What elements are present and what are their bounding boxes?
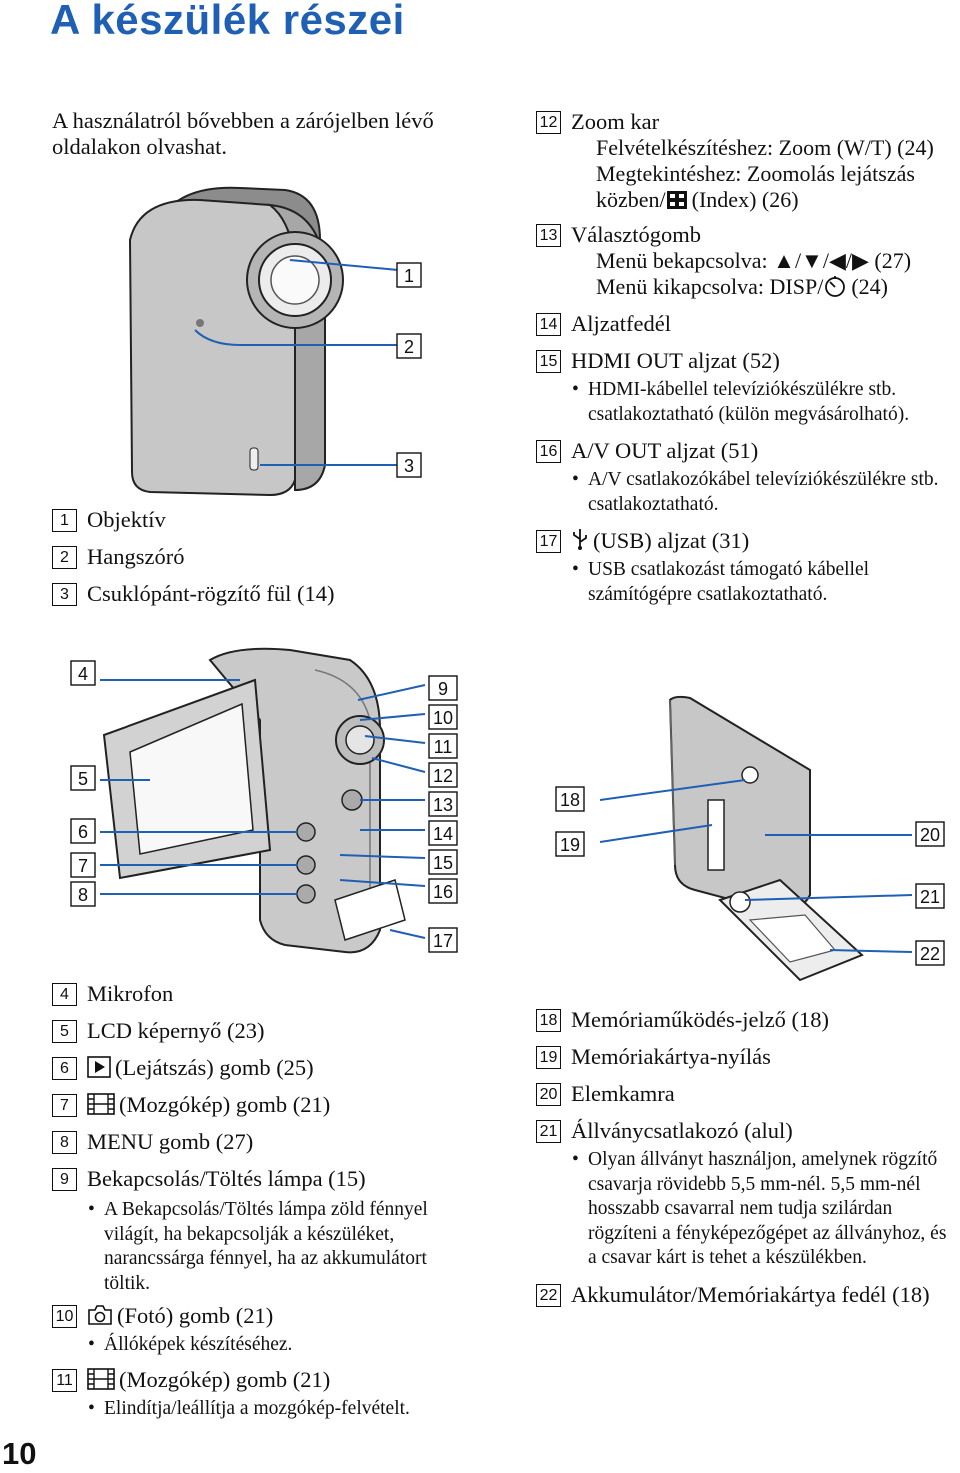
left-callouts: 4 5 6 7 8 [70, 660, 96, 907]
callout-7: 7 [70, 852, 96, 878]
callout-9: 9 [428, 675, 458, 701]
svg-text:17: 17 [433, 931, 453, 951]
callout-11: 11 [428, 733, 458, 759]
callout-10: 10 [428, 704, 458, 730]
svg-text:12: 12 [433, 766, 453, 786]
bullet-note: A/V csatlakozókábel televíziókészülékre … [572, 468, 960, 517]
top-callouts: 1 2 3 [396, 262, 422, 478]
svg-text:20: 20 [920, 825, 940, 845]
intro-text: A használatról bővebben a zárójelben lév… [52, 108, 434, 159]
item-subtext: Menü kikapcsolva: DISP/(24) [596, 274, 888, 299]
callout-1: 1 [396, 262, 422, 288]
svg-text:16: 16 [433, 882, 453, 902]
svg-text:6: 6 [78, 822, 88, 842]
svg-text:1: 1 [404, 266, 414, 286]
svg-text:19: 19 [560, 835, 580, 855]
svg-text:2: 2 [404, 337, 414, 357]
play-icon [87, 1056, 111, 1078]
svg-text:7: 7 [78, 856, 88, 876]
svg-text:9: 9 [438, 679, 448, 699]
svg-text:21: 21 [920, 887, 940, 907]
item-subtext: Megtekintéshez: Zoomolás lejátszás közbe… [596, 161, 915, 212]
item-subtext: Menü bekapcsolva: ▲/▼/◀/▶ (27) [596, 248, 912, 273]
svg-text:22: 22 [920, 944, 940, 964]
svg-text:14: 14 [433, 824, 453, 844]
bullet-note: Olyan állványt használjon, amelynek rögz… [572, 1148, 958, 1271]
self-timer-icon [825, 276, 846, 297]
movie-icon [87, 1367, 115, 1390]
bullet-note: Állóképek készítéséhez. [88, 1333, 472, 1358]
callout-2: 2 [396, 333, 422, 359]
bullet-note: HDMI-kábellel televíziókészülékre stb. c… [572, 378, 948, 427]
callout-12: 12 [428, 762, 458, 788]
callout-18: 18 [555, 786, 585, 812]
callout-16: 16 [428, 878, 458, 904]
page-number: 10 [2, 1436, 37, 1471]
list-item: 10(Fotó) gomb (21) [52, 1302, 472, 1329]
svg-text:13: 13 [433, 795, 453, 815]
svg-text:11: 11 [434, 737, 453, 757]
svg-text:18: 18 [560, 790, 580, 810]
figure-camera-battery [600, 695, 913, 982]
movie-icon [87, 1093, 115, 1115]
callout-3: 3 [396, 452, 422, 478]
callout-13: 13 [428, 791, 458, 817]
callout-22: 22 [915, 940, 945, 966]
item-subtext: Felvételkészítéshez: Zoom (W/T) (24) [596, 135, 934, 160]
list-item: 17(USB) aljzat (31) [536, 527, 951, 554]
callout-5: 5 [70, 765, 96, 791]
bullet-note: Elindítja/leállítja a mozgókép-felvételt… [88, 1397, 472, 1422]
svg-text:8: 8 [78, 885, 88, 905]
svg-text:3: 3 [404, 456, 414, 476]
figure-camera-front [128, 186, 399, 497]
camera-icon [88, 1305, 112, 1325]
bullet-note: A Bekapcsolás/Töltés lámpa zöld fénnyel … [88, 1198, 474, 1296]
list-item: 11(Mozgókép) gomb (21) [52, 1366, 472, 1393]
callout-19: 19 [555, 831, 585, 857]
usb-icon [573, 529, 587, 550]
callout-8: 8 [70, 881, 96, 907]
svg-text:4: 4 [78, 664, 88, 684]
callout-21: 21 [915, 883, 945, 909]
list-item: 6(Lejátszás) gomb (25) [52, 1054, 472, 1081]
svg-text:10: 10 [433, 708, 453, 728]
callout-14: 14 [428, 820, 458, 846]
figure-camera-open [100, 647, 426, 954]
callouts-fig3: 18 19 20 21 22 [555, 786, 945, 966]
svg-text:15: 15 [433, 853, 453, 873]
callout-15: 15 [428, 849, 458, 875]
callout-20: 20 [915, 821, 945, 847]
right-callouts-fig2: 9 10 11 12 13 14 15 16 17 [428, 675, 458, 953]
bullet-note: USB csatlakozást támogató kábellel számí… [572, 558, 948, 607]
callout-17: 17 [428, 927, 458, 953]
index-icon [666, 191, 687, 209]
page-title: A készülék részei [50, 0, 405, 43]
callout-4: 4 [70, 660, 96, 686]
callout-6: 6 [70, 818, 96, 844]
list-item: 7(Mozgókép) gomb (21) [52, 1091, 472, 1118]
svg-text:5: 5 [78, 769, 88, 789]
